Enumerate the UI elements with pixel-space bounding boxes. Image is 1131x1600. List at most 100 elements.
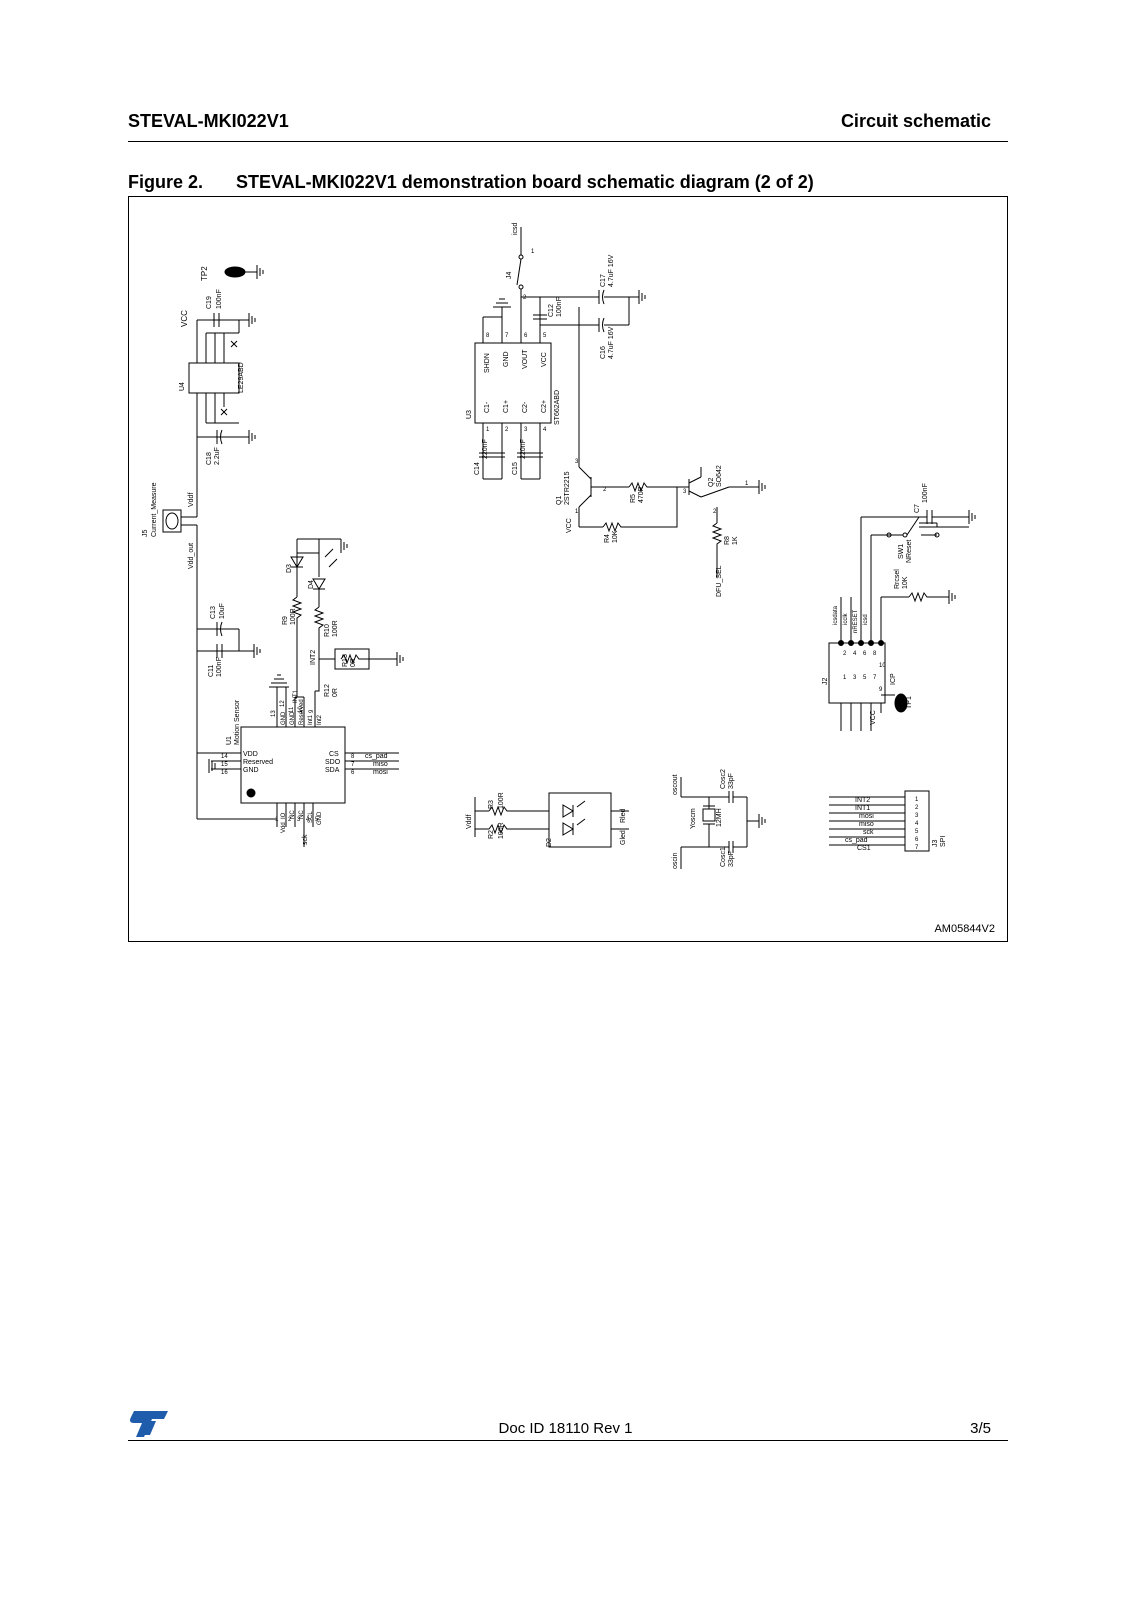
cosc2-ref: Cosc2 [720, 769, 727, 789]
sw1-part: NReset [906, 540, 913, 563]
cosc2-value: 33pF [728, 773, 735, 789]
d4-ref: D4 [308, 580, 315, 589]
schematic-frame: TP2 VCC C19 100nF U4 LE29ABD C18 2.2uF V… [128, 196, 1008, 942]
yoscm-value: 12MH [716, 808, 723, 827]
j4-net-icsd: icsd [512, 222, 519, 235]
header-rule [128, 141, 1008, 142]
j3-ref: J3 [932, 840, 939, 848]
u3-pin-vout: VOUT [522, 349, 529, 369]
r13-value: 0R [350, 658, 357, 667]
net-mosi: mosi [373, 769, 388, 776]
u1-pin-reserved: Reserved [243, 759, 273, 766]
u1-pin-top-int2: Int2 [317, 714, 323, 725]
q1-pin-2: 2 [603, 487, 607, 493]
u1-pin-num-14: 14 [221, 754, 228, 760]
u1-pin-top-int1: Int1 [308, 714, 314, 725]
u4-part: LE29ABD [238, 362, 245, 393]
d2-ref: D2 [546, 838, 553, 847]
u3-pin-num-6: 6 [524, 333, 528, 339]
r10-value: 100R [332, 620, 339, 637]
q2-ref: Q2 [708, 478, 715, 487]
q1-pin-1: 1 [575, 509, 579, 515]
q2-pin-2: 2 [713, 509, 717, 515]
ground-symbol [948, 590, 956, 604]
net-sck-spi: sck [863, 829, 874, 836]
j5-ref: J5 [142, 530, 149, 538]
u1-pin-num-3: 3 [297, 817, 301, 823]
net-nreset: nRESET [853, 609, 859, 633]
u3-pin-vcc: VCC [541, 352, 548, 367]
u3-pin-num-1: 1 [486, 427, 490, 433]
q1-pin-3: 3 [575, 459, 579, 465]
d2-body [548, 792, 612, 848]
u1-pin-bottom-gnd: GND [317, 811, 323, 825]
u3-ref: U3 [466, 410, 473, 419]
q1-part: 2STR2215 [564, 471, 571, 505]
ground-symbol [248, 430, 256, 444]
c11-value: 100nF [216, 657, 223, 677]
u1-body [240, 726, 346, 804]
c18-ref: C18 [206, 452, 213, 465]
u1-pin-scl: SCL [308, 811, 314, 823]
net-int2-spi: INT2 [855, 797, 870, 804]
net-int1-u1: INT1 [293, 689, 299, 703]
c13-ref: C13 [210, 606, 217, 619]
cosc1-value: 33pF [728, 851, 735, 867]
u1-pin-num-1: 1 [275, 817, 279, 823]
j5-connector [162, 509, 182, 533]
u3-pin-c1plus: C1+ [503, 400, 510, 413]
c19-value: 100nF [216, 289, 223, 309]
header-section: Circuit schematic [840, 111, 991, 131]
j3-label: SPI [940, 836, 947, 847]
r9-ref: R9 [282, 616, 289, 625]
schematic-diagram: TP2 VCC C19 100nF U4 LE29ABD C18 2.2uF V… [142, 222, 976, 869]
u1-pin-gnd: GND [243, 767, 259, 774]
vddf-label: Vddf [188, 493, 195, 507]
footer-rule [128, 1440, 1008, 1441]
j3-pin-4: 4 [915, 821, 919, 827]
u1-pin-num-10: 10 [298, 706, 304, 713]
vcc-q1: VCC [566, 518, 573, 533]
u1-pin-num-13: 13 [271, 710, 277, 717]
r12-ref: R12 [324, 684, 331, 697]
j3-pin-2: 2 [915, 805, 919, 811]
figure-title: STEVAL-MKI022V1 demonstration board sche… [236, 172, 814, 192]
vcc-label: VCC [180, 310, 189, 327]
r8-ref: R8 [724, 536, 731, 545]
r10-resistor [313, 606, 325, 692]
u3-pin-c1minus: C1- [484, 401, 491, 413]
vdd-out-label: Vdd_out [188, 543, 195, 569]
u3-pin-gnd: GND [503, 351, 510, 367]
q2-pin-1: 1 [745, 481, 749, 487]
ground-symbol [340, 539, 348, 553]
net-cs-pad: cs_pad [365, 753, 388, 760]
st-logo-icon [130, 1411, 168, 1437]
q2-pin-3: 3 [683, 489, 687, 495]
j2-pin-1: 1 [843, 675, 847, 681]
u4-body [188, 362, 240, 394]
ground-symbol [758, 814, 766, 828]
ground-symbol [396, 652, 404, 666]
r5-value: 470R [638, 486, 645, 503]
j2-ref: J2 [822, 678, 829, 686]
u3-body [474, 342, 552, 424]
r13-resistor [340, 653, 397, 665]
net-gled: Gled [620, 830, 627, 845]
c7-value: 100nF [922, 483, 929, 503]
vcc-j2: VCC [870, 710, 877, 725]
tp2-label: TP2 [200, 266, 209, 281]
sw1-ref: SW1 [898, 544, 905, 559]
u1-pin-num-9: 9 [309, 709, 315, 713]
u3-pin-num-8: 8 [486, 333, 490, 339]
j2-pin-3: 3 [853, 675, 857, 681]
net-oscin: oscin [672, 853, 679, 869]
net-cs-pad-spi: cs_pad [845, 837, 868, 844]
ground-symbol [968, 510, 976, 524]
u3-pin-num-4: 4 [543, 427, 547, 433]
j2-pin-4: 4 [853, 651, 857, 657]
u1-pin-num-2: 2 [288, 817, 292, 823]
c11-ref: C11 [208, 665, 215, 677]
c14-ref: C14 [474, 462, 481, 475]
u1-pin-num-11: 11 [289, 706, 295, 713]
c15-ref: C15 [512, 462, 519, 475]
